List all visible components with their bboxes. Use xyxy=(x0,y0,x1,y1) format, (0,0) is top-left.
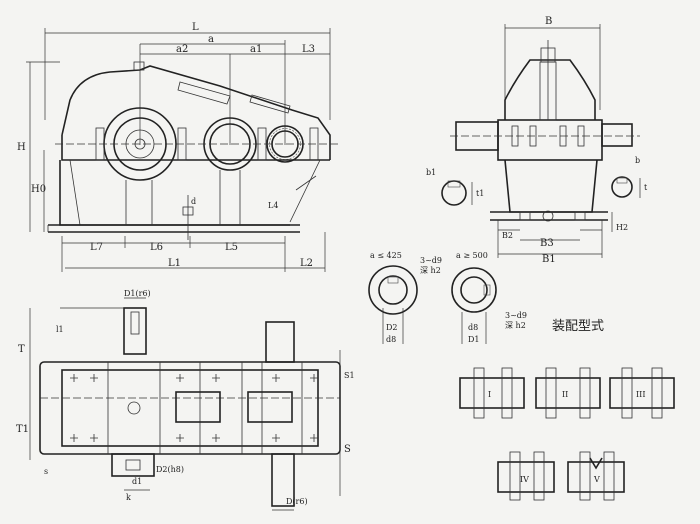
cond-right: a ≥ 500 xyxy=(456,251,488,260)
d-left: d8 xyxy=(386,335,396,344)
cond-left: a ≤ 425 xyxy=(370,251,402,260)
assembly-type-3: III xyxy=(609,367,675,419)
assembly-type-4: IV xyxy=(497,451,555,501)
type-label-1: I xyxy=(488,390,491,399)
assembly-type-2: II xyxy=(535,367,601,419)
dim-L2: L2 xyxy=(300,258,313,269)
dim-D1: D1(r6) xyxy=(124,289,151,298)
dim-B2: B2 xyxy=(502,231,513,240)
dim-a2: a2 xyxy=(176,44,188,55)
fit2-left: 深 h2 xyxy=(420,266,441,275)
label-d: d xyxy=(191,197,196,206)
d1-right: D1 xyxy=(468,335,480,344)
dim-t1: t1 xyxy=(476,189,484,198)
type-label-5: V xyxy=(593,475,600,484)
dim-s: s xyxy=(44,467,48,476)
dim-l1: l1 xyxy=(56,325,64,334)
dim-S1: S1 xyxy=(344,371,355,380)
side-view: B b1 t1 b t B2 xyxy=(426,16,648,265)
dim-L1: L1 xyxy=(168,258,181,269)
assembly-types: 装配型式 I II III IV xyxy=(459,319,675,501)
dim-L6: L6 xyxy=(150,242,163,253)
dim-a: a xyxy=(208,34,214,45)
dim-k: k xyxy=(126,493,131,502)
dim-D: D(r6) xyxy=(286,497,308,506)
dim-T1: T1 xyxy=(16,424,29,435)
dim-L: L xyxy=(192,22,199,33)
dim-H0: H0 xyxy=(31,184,46,195)
dim-L3: L3 xyxy=(302,44,315,55)
dim-H: H xyxy=(17,142,26,153)
fit2-right: 深 h2 xyxy=(505,321,526,330)
fit-right: 3~d9 xyxy=(505,311,527,320)
dim-S: S xyxy=(344,444,351,455)
d2-left: D2 xyxy=(386,323,398,332)
dim-b: b xyxy=(635,156,640,165)
dim-L7: L7 xyxy=(90,242,103,253)
dim-t: t xyxy=(644,183,648,192)
dim-b1: b1 xyxy=(426,168,436,177)
dim-D2: D2(h8) xyxy=(156,465,184,474)
d8-right: d8 xyxy=(468,323,478,332)
type-label-3: III xyxy=(636,390,645,399)
dim-T: T xyxy=(18,344,25,355)
dim-B: B xyxy=(545,16,552,27)
dim-a1: a1 xyxy=(250,44,262,55)
dim-B3: B3 xyxy=(540,238,554,249)
keyway-detail-left: a ≤ 425 3~d9 深 h2 D2 d8 xyxy=(368,251,442,344)
fit-left: 3~d9 xyxy=(420,256,442,265)
dim-L5: L5 xyxy=(225,242,238,253)
dim-B1: B1 xyxy=(542,254,556,265)
assembly-type-1: I xyxy=(459,367,525,419)
assembly-title: 装配型式 xyxy=(552,319,604,334)
dim-d1: d1 xyxy=(132,477,142,486)
type-label-4: IV xyxy=(520,475,529,484)
assembly-type-5: V xyxy=(567,451,625,501)
dim-H2: H2 xyxy=(616,223,628,232)
top-view: D1(r6) l1 T T1 xyxy=(16,289,355,511)
type-label-2: II xyxy=(562,390,568,399)
keyway-detail-right: a ≥ 500 3~d9 深 h2 d8 D1 xyxy=(451,251,527,344)
front-view: L a a2 a1 L3 H H0 xyxy=(17,22,340,272)
label-L4: L4 xyxy=(268,201,278,210)
